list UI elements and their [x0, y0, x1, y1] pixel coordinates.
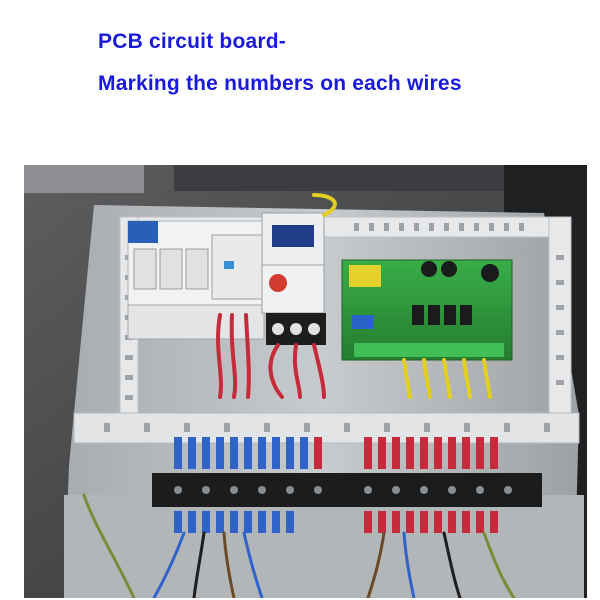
perforated-rail-frame: [73, 216, 580, 444]
lower-cables: [82, 493, 516, 598]
terminal-blocks: [152, 437, 542, 533]
caption-line-1: PCB circuit board-: [98, 30, 286, 53]
caption-line-2: Marking the numbers on each wires: [98, 72, 462, 95]
pcb-circuit-board: [341, 259, 513, 361]
circuit-breakers: [127, 220, 265, 340]
contactor-relay: [261, 212, 326, 345]
upper-wires: [216, 193, 492, 399]
control-panel-photo: [24, 165, 587, 598]
